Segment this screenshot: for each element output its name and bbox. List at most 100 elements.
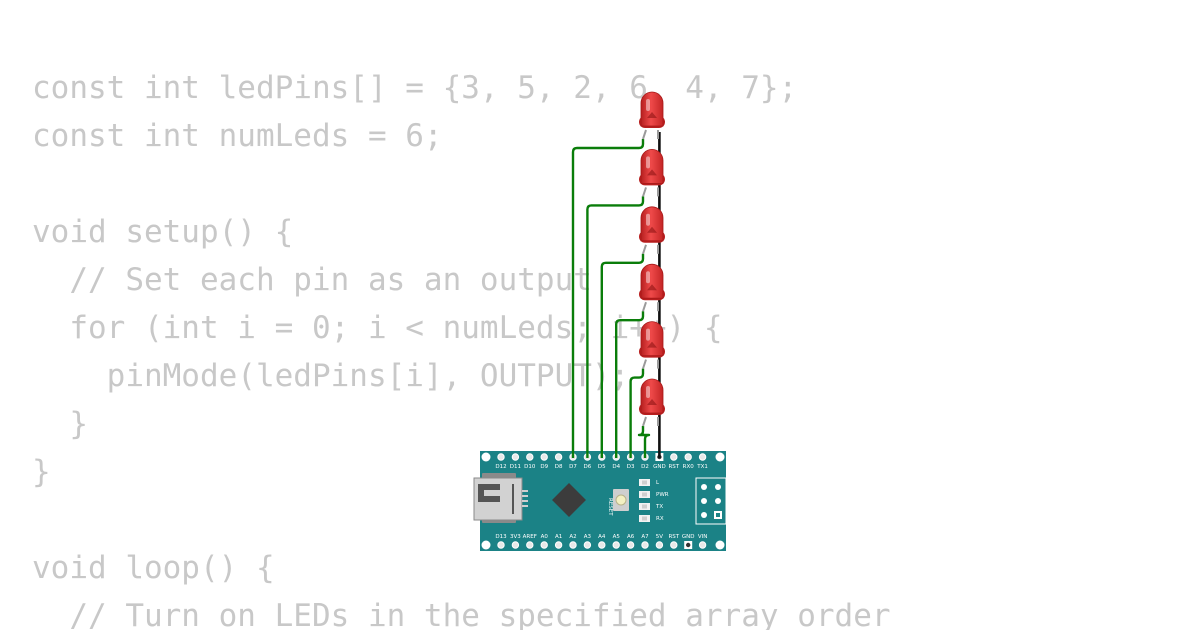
header-pin [526, 453, 534, 461]
led-body [640, 91, 664, 127]
led-body [640, 263, 664, 299]
led-anode-leg [642, 187, 647, 197]
pin-label: RX0 [683, 464, 695, 470]
header-pin [554, 541, 563, 549]
pin-label: GND [682, 534, 695, 540]
reset-button: RESET [607, 489, 629, 516]
header-pin [569, 541, 577, 549]
pin-label: RST [668, 464, 679, 470]
pin-label: A2 [569, 534, 576, 540]
led [639, 321, 665, 369]
code-line: const int ledPins[] = {3, 5, 2, 6, 4, 7}… [32, 70, 798, 106]
pin-label: D9 [540, 464, 548, 470]
signal-wire [571, 139, 645, 458]
code-line: void setup() { [32, 214, 294, 250]
reset-label: RESET [607, 498, 613, 516]
led [639, 378, 665, 427]
led-body [640, 206, 664, 242]
led [639, 263, 665, 312]
pin-label: RST [668, 534, 679, 540]
code-line: // Turn on LEDs in the specified array o… [32, 598, 891, 630]
pin-label: A3 [584, 534, 592, 540]
code-line: for (int i = 0; i < numLeds; i++) { [32, 310, 723, 346]
pin-label: 5V [656, 534, 663, 540]
led-body [640, 149, 664, 184]
signal-wire [629, 368, 645, 458]
header-pin [670, 541, 678, 549]
pin-label: D3 [627, 464, 635, 470]
signal-wire [615, 311, 645, 458]
led-anode-leg [642, 244, 647, 255]
status-led-label: L [656, 480, 660, 486]
pin-label: GND [653, 464, 666, 470]
header-pin [583, 541, 592, 549]
pin-label: D13 [495, 534, 507, 540]
status-led-label: TX [655, 504, 663, 510]
led [639, 149, 665, 197]
led-anvil [647, 112, 657, 118]
header-pin [497, 453, 505, 461]
header-pin [540, 453, 548, 461]
led-highlight [646, 213, 650, 226]
led-highlight [646, 99, 650, 111]
led-anvil [647, 341, 657, 348]
status-leds: L PWR TX RX [639, 479, 669, 522]
code-line: } [32, 406, 88, 442]
led-anvil [647, 284, 657, 291]
pin-label: D8 [555, 464, 563, 470]
microcontroller-chip [552, 483, 586, 517]
header-pin [497, 541, 505, 549]
header-pin [511, 541, 520, 549]
header-pin [641, 541, 649, 549]
pin-label: A6 [627, 534, 635, 540]
header-pin [540, 541, 548, 549]
code-line: const int numLeds = 6; [32, 118, 443, 154]
status-led-label: RX [656, 516, 664, 522]
mounting-hole [481, 452, 491, 462]
pin-label: A7 [641, 534, 649, 540]
pin-label: 3V3 [510, 534, 521, 540]
led-highlight [646, 328, 650, 341]
code-line: pinMode(ledPins[i], OUTPUT); [32, 358, 630, 394]
status-led-lens [642, 516, 647, 521]
pin-label: D12 [495, 464, 506, 470]
led-anode-leg [642, 129, 647, 140]
pin-label: D4 [612, 464, 620, 470]
pin-label: A5 [613, 534, 621, 540]
led [639, 206, 665, 255]
header-pin [698, 541, 707, 549]
led-body [640, 321, 664, 356]
mounting-hole [715, 452, 725, 462]
header-pin [655, 541, 664, 549]
code-line: } [32, 454, 51, 490]
header-pin [698, 453, 707, 461]
signal-wire [600, 253, 645, 458]
header-pin [598, 541, 606, 549]
pin-label: AREF [523, 534, 537, 540]
header-pin [511, 453, 520, 461]
top-pin-header [497, 453, 707, 461]
led-anvil [647, 169, 657, 176]
header-pin [626, 541, 635, 549]
mounting-hole [481, 540, 491, 550]
status-led-label: PWR [656, 492, 669, 498]
header-pin [684, 453, 692, 461]
pin-label: D6 [584, 464, 592, 470]
code-line: void loop() { [32, 550, 275, 586]
led-anode-leg [642, 359, 647, 369]
pin-label: D7 [569, 464, 577, 470]
led-anode-leg [642, 301, 647, 312]
header-pin [670, 453, 678, 461]
header-pin [612, 541, 620, 549]
led-highlight [646, 156, 650, 169]
pin-label: D2 [641, 464, 649, 470]
usb-connector [473, 473, 528, 523]
pin-label: A4 [598, 534, 606, 540]
pin-label: D10 [524, 464, 536, 470]
signal-wire [637, 426, 651, 458]
header-pin [554, 453, 563, 461]
pin-label: D11 [510, 464, 521, 470]
